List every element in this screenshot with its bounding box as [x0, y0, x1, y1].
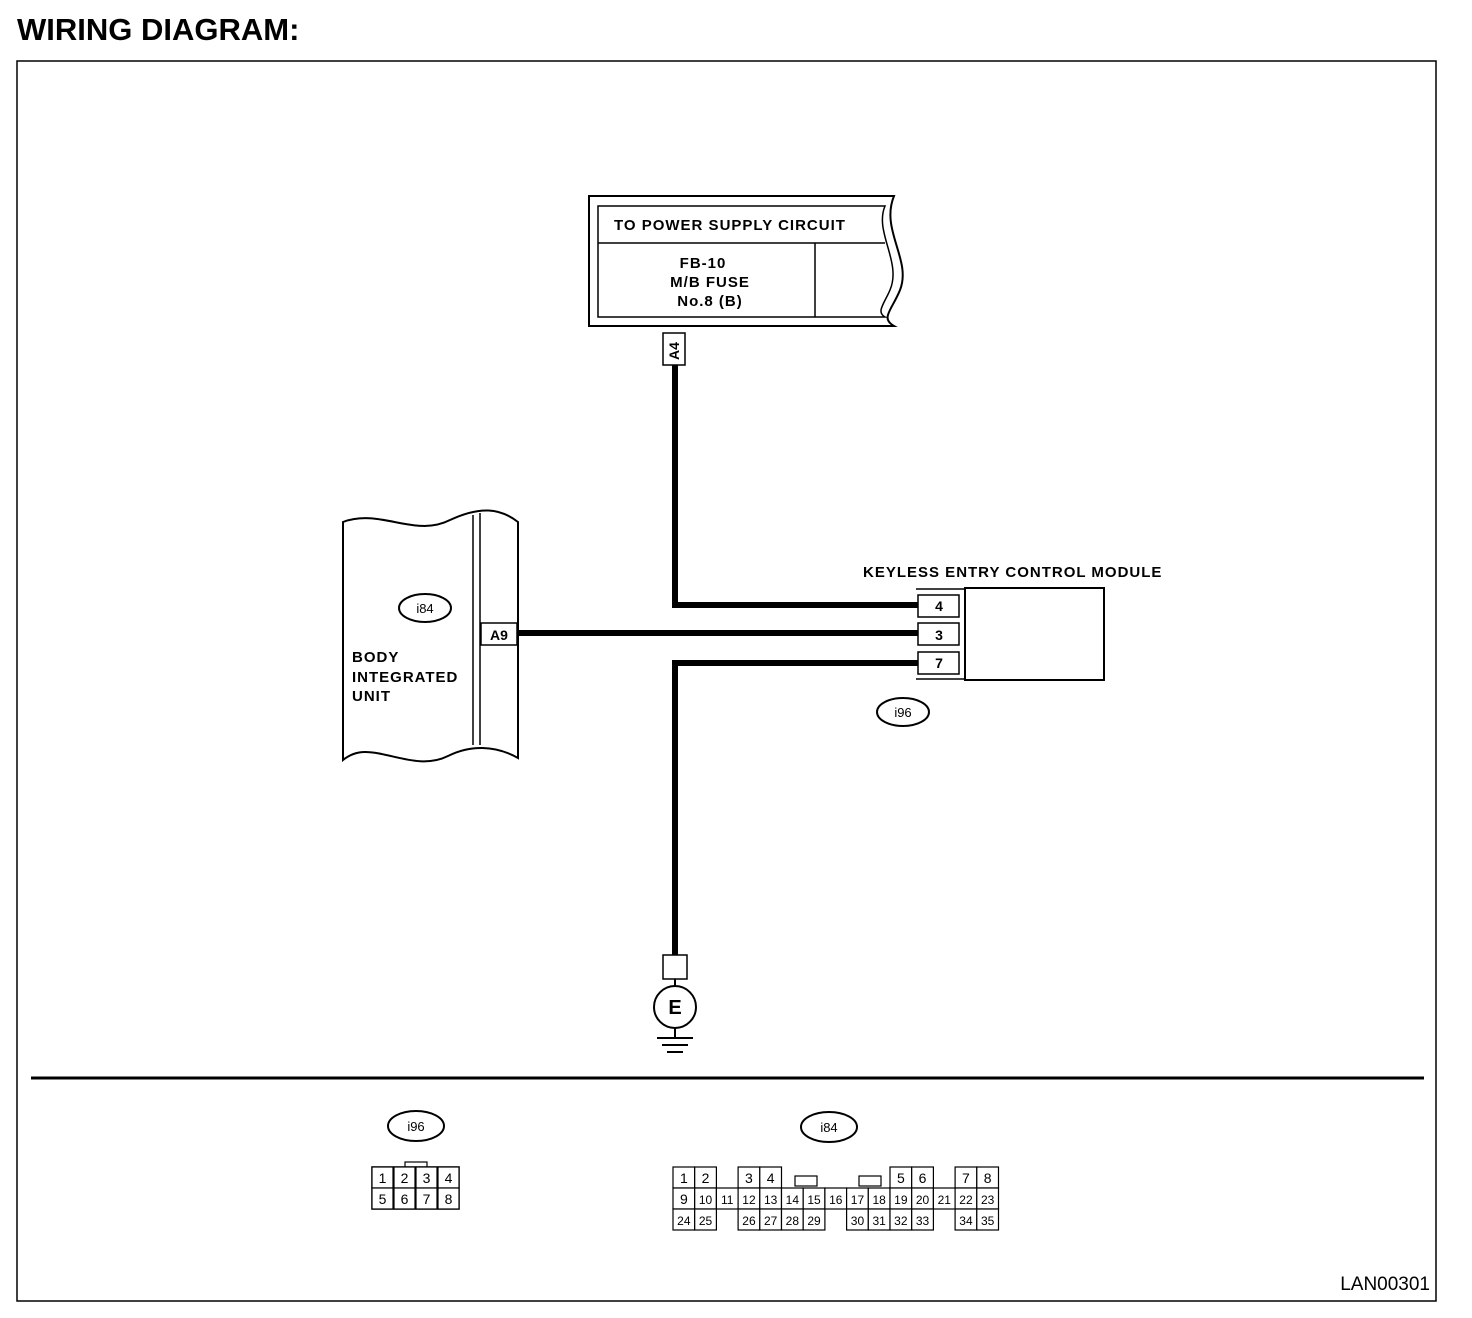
connector-badge-i96	[876, 697, 930, 727]
i84-pin-28-label: 28	[786, 1214, 800, 1228]
keyless-pin-4	[917, 594, 960, 618]
body-unit-label-line1: BODY	[352, 649, 399, 666]
i96-pin-5-label: 5	[379, 1191, 387, 1207]
power-supply-block: TO POWER SUPPLY CIRCUIT FB-10 M/B FUSE N…	[588, 195, 904, 327]
i84-pin-3-label: 3	[745, 1170, 753, 1186]
i84-pin-1-label: 1	[680, 1170, 688, 1186]
i84-pin-17-label: 17	[851, 1193, 865, 1207]
wire-power-to-pin4	[672, 365, 918, 608]
i84-pin-6-label: 6	[919, 1170, 927, 1186]
fuse-label-line1: FB-10	[680, 255, 727, 272]
terminal-a4-label: A4	[666, 342, 682, 360]
i96-pin-2-label: 2	[401, 1170, 409, 1186]
i96-pin-6-cell	[393, 1187, 416, 1210]
keyless-pin-3	[917, 622, 960, 646]
i84-pin-19-label: 19	[894, 1193, 908, 1207]
connector-view-i84-badge	[800, 1111, 858, 1143]
i84-pin-31-label: 31	[872, 1214, 886, 1228]
body-unit-label-line2: INTEGRATED	[352, 669, 458, 686]
diagram-frame	[16, 60, 1437, 1302]
i84-pin-10-label: 10	[699, 1193, 713, 1207]
power-supply-outline	[588, 195, 904, 327]
i84-pin-35-label: 35	[981, 1214, 995, 1228]
terminal-a9-label: A9	[490, 627, 508, 643]
connector-badge-i96-label: i96	[894, 705, 911, 720]
fuse-label-line3: No.8 (B)	[677, 293, 743, 310]
keyless-pin-3-label: 3	[935, 627, 943, 643]
i96-pin-7-label: 7	[423, 1191, 431, 1207]
i84-pin-2-label: 2	[702, 1170, 710, 1186]
connector-badge-i84	[398, 593, 452, 623]
fuse-label-line2: M/B FUSE	[670, 274, 750, 291]
i84-pin-8-label: 8	[984, 1170, 992, 1186]
i96-pin-8-label: 8	[445, 1191, 453, 1207]
i96-pin-4-label: 4	[445, 1170, 453, 1186]
ground-label: E	[668, 997, 681, 1019]
i84-pin-25-cell	[694, 1208, 718, 1231]
keyless-entry-module: KEYLESS ENTRY CONTROL MODULE 4 3 7 i96	[863, 564, 1162, 727]
i84-pin-33-cell	[911, 1208, 935, 1231]
i96-pin-3-label: 3	[423, 1170, 431, 1186]
i84-pin-22-label: 22	[959, 1193, 973, 1207]
i84-pin-35-cell	[976, 1208, 1000, 1231]
ground-terminal	[662, 954, 688, 980]
i84-pin-7-label: 7	[962, 1170, 970, 1186]
body-unit-label-line3: UNIT	[352, 688, 391, 705]
i96-pin-6-label: 6	[401, 1191, 409, 1207]
i84-pin-26-label: 26	[742, 1214, 756, 1228]
i84-pin-5-label: 5	[897, 1170, 905, 1186]
i84-pin-32-label: 32	[894, 1214, 908, 1228]
page-title: WIRING DIAGRAM:	[17, 12, 300, 47]
i84-pin-29-label: 29	[807, 1214, 821, 1228]
i84-pin-4-label: 4	[767, 1170, 775, 1186]
keyless-pin-7-label: 7	[935, 655, 943, 671]
i84-pin-13-label: 13	[764, 1193, 778, 1207]
i84-pin-20-label: 20	[916, 1193, 930, 1207]
connector-view-i96-label: i96	[407, 1119, 424, 1134]
i84-pin-34-label: 34	[959, 1214, 973, 1228]
i84-pin-24-label: 24	[677, 1214, 691, 1228]
keyless-module-body	[964, 587, 1105, 681]
i84-pin-12-label: 12	[742, 1193, 756, 1207]
wire-pin7-to-ground	[672, 660, 918, 955]
i84-pin-29-cell	[802, 1208, 826, 1231]
connector-badge-i84-label: i84	[416, 601, 433, 616]
wires	[518, 365, 918, 955]
body-unit-outline	[342, 509, 519, 763]
body-integrated-unit: A9 i84 BODY INTEGRATED UNIT	[342, 509, 519, 763]
terminal-a9	[480, 622, 518, 646]
keyless-pin-7	[917, 651, 960, 675]
i96-pin-7-cell	[415, 1187, 438, 1210]
i84-pin-25-label: 25	[699, 1214, 713, 1228]
ground-symbol: E	[653, 954, 697, 1053]
i84-pin-14-label: 14	[786, 1193, 800, 1207]
i96-pin-1-label: 1	[379, 1170, 387, 1186]
figure-code: LAN00301	[1340, 1274, 1430, 1295]
i84-pin-16-label: 16	[829, 1193, 843, 1207]
i96-pin-8-cell	[437, 1187, 460, 1210]
i84-pin-30-label: 30	[851, 1214, 865, 1228]
keyless-pin-4-label: 4	[935, 598, 943, 614]
i84-pin-18-label: 18	[872, 1193, 886, 1207]
i84-pin-11-label: 11	[721, 1193, 734, 1207]
power-supply-header: TO POWER SUPPLY CIRCUIT	[614, 217, 846, 234]
keyless-module-label: KEYLESS ENTRY CONTROL MODULE	[863, 564, 1162, 581]
i84-pin-23-label: 23	[981, 1193, 995, 1207]
i84-pin-27-label: 27	[764, 1214, 778, 1228]
i84-pin-15-label: 15	[807, 1193, 821, 1207]
connector-view-i84-label: i84	[820, 1120, 837, 1135]
connector-view-i96-badge	[387, 1110, 445, 1142]
i84-pin-33-label: 33	[916, 1214, 930, 1228]
i84-pin-21-label: 21	[938, 1193, 952, 1207]
i84-pin-9-label: 9	[680, 1191, 688, 1207]
i96-pin-5-cell	[371, 1187, 394, 1210]
